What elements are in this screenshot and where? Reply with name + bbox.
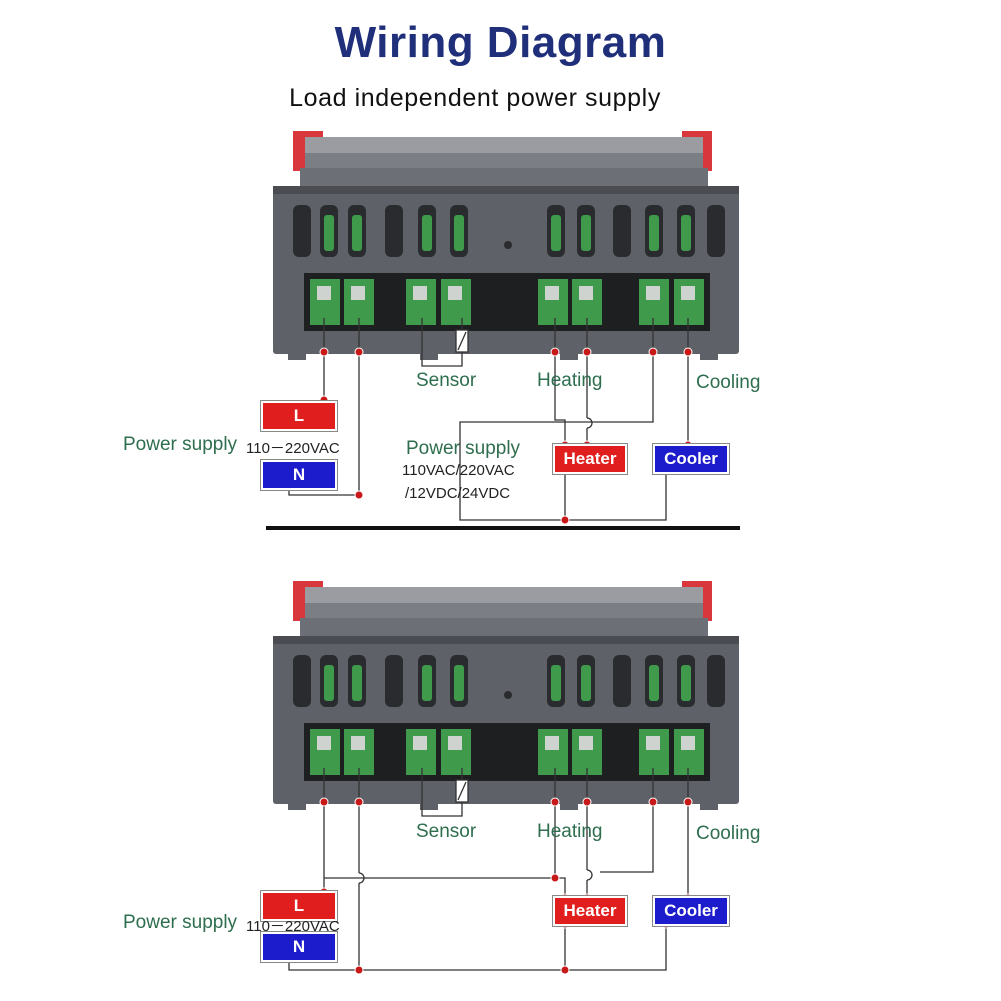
section-divider (266, 526, 740, 530)
sensor-label-top: Sensor (416, 370, 477, 391)
heating-label-bottom: Heating (537, 821, 603, 842)
controller-device-top (273, 131, 739, 360)
cooling-label-top: Cooling (696, 372, 761, 393)
wires-bottom (288, 768, 689, 971)
live-tag-bottom: L (261, 891, 337, 921)
diagram-subtitle: Load independent power supply (289, 84, 661, 112)
load-power-line1: 110VAC/220VAC (402, 462, 515, 479)
heater-tag-top: Heater (553, 444, 627, 474)
cooler-tag-bottom: Cooler (653, 896, 729, 926)
load-power-line2: /12VDC/24VDC (405, 485, 511, 502)
heater-tag-bottom: Heater (553, 896, 627, 926)
load-power-label: Power supply (406, 438, 521, 459)
neutral-tag-top: N (261, 460, 337, 490)
power-supply-label-bottom: Power supply (123, 912, 238, 933)
junction-dots-bottom (284, 797, 693, 975)
cooler-tag-top: Cooler (653, 444, 729, 474)
sensor-label-bottom: Sensor (416, 821, 477, 842)
live-tag-top: L (261, 401, 337, 431)
diagram-title: Wiring Diagram (334, 18, 667, 67)
cooling-label-bottom: Cooling (696, 823, 761, 844)
power-supply-label-top: Power supply (123, 434, 238, 455)
heating-label-top: Heating (537, 370, 603, 391)
neutral-tag-bottom: N (261, 932, 337, 962)
voltage-label-bottom: 110－220VAC (246, 918, 340, 935)
controller-device-bottom (273, 581, 739, 810)
voltage-label-top: 110－220VAC (246, 440, 340, 457)
